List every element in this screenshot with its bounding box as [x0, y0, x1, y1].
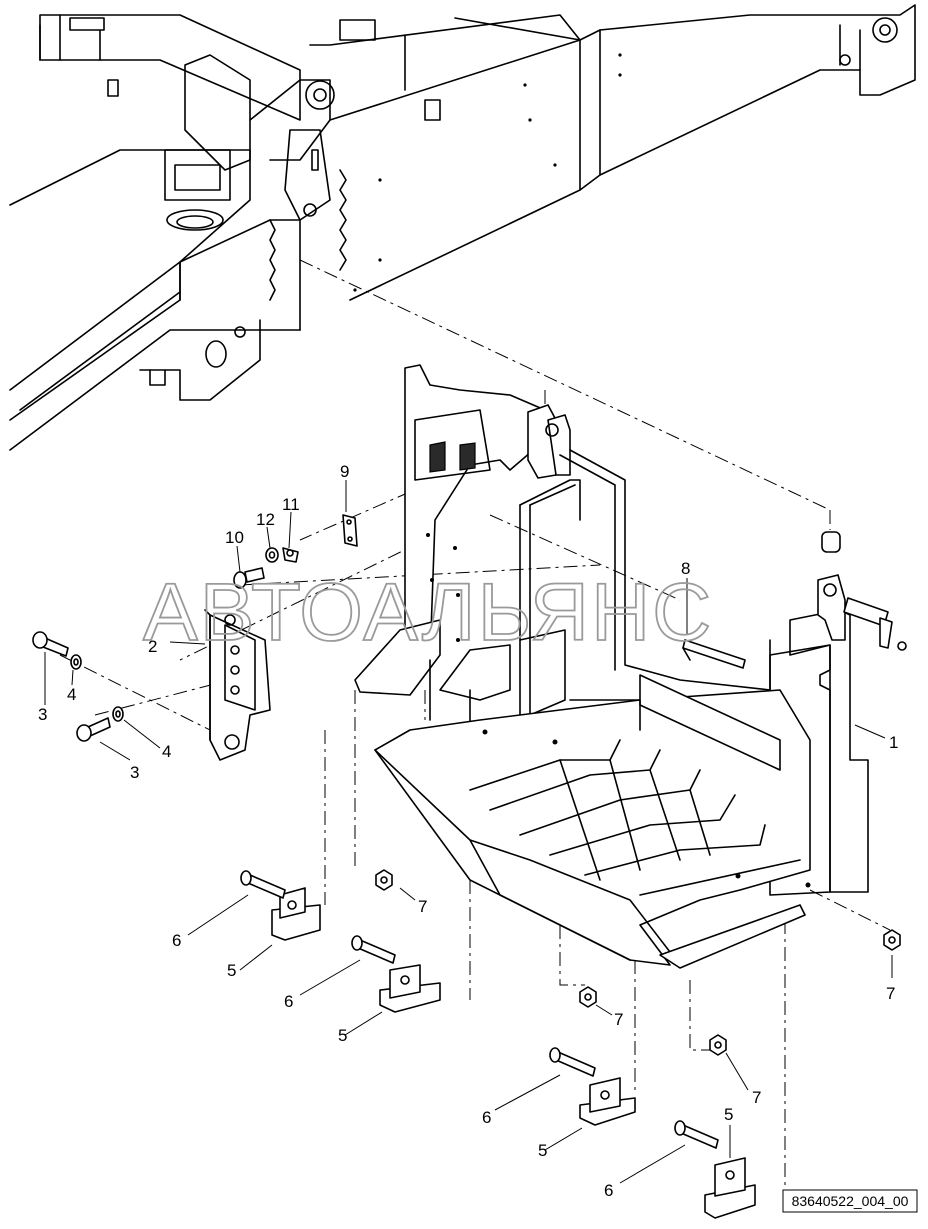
blocks-part-5-bolts-part-6 — [240, 870, 756, 1219]
callout-4: 4 — [162, 742, 171, 761]
nuts-part-7 — [375, 869, 901, 1056]
callout-7: 7 — [886, 984, 895, 1003]
callout-4: 4 — [67, 685, 76, 704]
callout-11: 11 — [282, 495, 300, 514]
frame-bolt-holes — [353, 53, 622, 292]
callout-5: 5 — [724, 1105, 733, 1124]
callout-3: 3 — [130, 763, 139, 782]
callout-6: 6 — [604, 1181, 613, 1200]
watermark-text: АВТОАЛЬЯНС — [143, 567, 713, 658]
callout-6: 6 — [172, 931, 181, 950]
callout-2: 2 — [148, 637, 157, 656]
callout-5: 5 — [338, 1026, 347, 1045]
leader-lines — [44, 480, 893, 1184]
step-tray — [374, 674, 811, 969]
tractor-frame — [9, 4, 916, 451]
callout-5: 5 — [538, 1141, 547, 1160]
part-1-right-bracket — [769, 531, 907, 896]
callout-1: 1 — [889, 733, 898, 752]
callout-labels: 1 2 3 3 4 4 5 5 5 5 6 6 6 6 7 7 7 7 8 9 … — [38, 462, 898, 1200]
callout-10: 10 — [225, 528, 244, 547]
callout-5: 5 — [227, 961, 236, 980]
callout-3: 3 — [38, 705, 47, 724]
reference-code-box: 83640522_004_00 — [782, 1189, 918, 1213]
callout-7: 7 — [418, 897, 427, 916]
callout-12: 12 — [256, 510, 275, 529]
part-2-mounting-plate — [204, 609, 271, 761]
callout-6: 6 — [482, 1108, 491, 1127]
reference-code: 83640522_004_00 — [792, 1193, 909, 1209]
step-main-frame — [354, 364, 771, 741]
callout-9: 9 — [340, 462, 349, 481]
hardware — [32, 514, 901, 1219]
callout-6: 6 — [284, 992, 293, 1011]
part-8-rod — [682, 639, 746, 669]
callout-7: 7 — [614, 1010, 623, 1029]
callout-7: 7 — [752, 1088, 761, 1107]
callout-8: 8 — [681, 559, 690, 578]
